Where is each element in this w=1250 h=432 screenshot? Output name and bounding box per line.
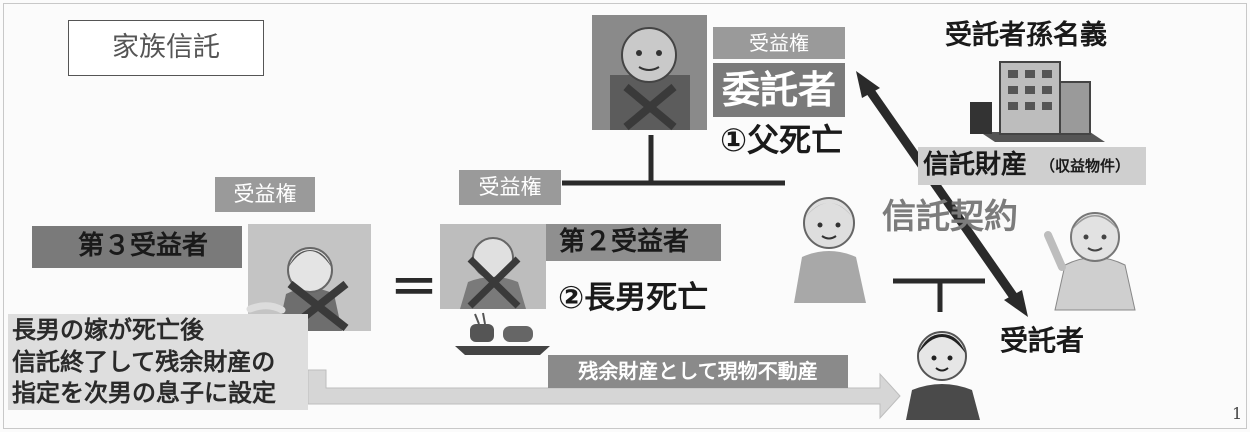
trust-property-label-box: 信託財産 （収益物件） <box>918 147 1146 185</box>
slide-title: 家族信託 <box>68 20 264 76</box>
food-tray-icon <box>455 310 550 355</box>
equals-sign: ＝ <box>390 260 439 316</box>
residual-property-label: 残余財産として現物不動産 <box>548 355 848 388</box>
grandson-figure <box>900 312 985 420</box>
third-beneficiary-role-box <box>32 226 242 268</box>
eldest-son-figure <box>782 185 877 303</box>
trust-property-owner: 受託者孫名義 <box>945 20 1107 51</box>
residual-arrow-path <box>307 369 901 420</box>
termination-note-line-1: 長男の嫁が死亡後 <box>12 316 204 344</box>
building-icon <box>970 52 1110 144</box>
second-beneficiary-role-box <box>546 224 721 261</box>
trustee-label: 受託者 <box>1000 324 1085 357</box>
termination-note-line-2: 信託終了して残余財産の <box>12 348 276 376</box>
settlor-benefit-tag: 受益権 <box>713 27 845 59</box>
trust-property-label: 信託財産 <box>923 150 1028 180</box>
trust-property-sub-label: （収益物件） <box>1040 157 1131 175</box>
third-beneficiary-benefit-tag: 受益権 <box>215 177 315 212</box>
third-beneficiary-role: 第３受益者 <box>78 231 209 261</box>
second-beneficiary-figure <box>440 224 546 309</box>
father-death-event: ①父死亡 <box>720 121 844 159</box>
termination-note-line-3: 指定を次男の息子に設定 <box>12 379 276 407</box>
settlor-role: 委託者 <box>713 63 845 117</box>
page-number: 1 <box>1232 404 1243 423</box>
trust-contract-arrowhead-top <box>856 71 880 98</box>
second-beneficiary-role: 第２受益者 <box>559 227 690 257</box>
trust-contract-arrow <box>864 85 1020 303</box>
termination-note: 長男の嫁が死亡後 信託終了して残余財産の 指定を次男の息子に設定 <box>8 314 308 410</box>
woman-figure <box>1040 195 1150 311</box>
trust-contract-arrowhead-bottom <box>1004 290 1028 317</box>
slide-frame <box>3 3 1247 429</box>
third-beneficiary-figure <box>246 224 371 332</box>
father-figure <box>592 15 707 131</box>
second-beneficiary-benefit-tag: 受益権 <box>459 170 561 205</box>
trust-contract-label: 信託契約 <box>882 197 1018 237</box>
eldest-son-death-event: ②長男死亡 <box>558 280 709 316</box>
